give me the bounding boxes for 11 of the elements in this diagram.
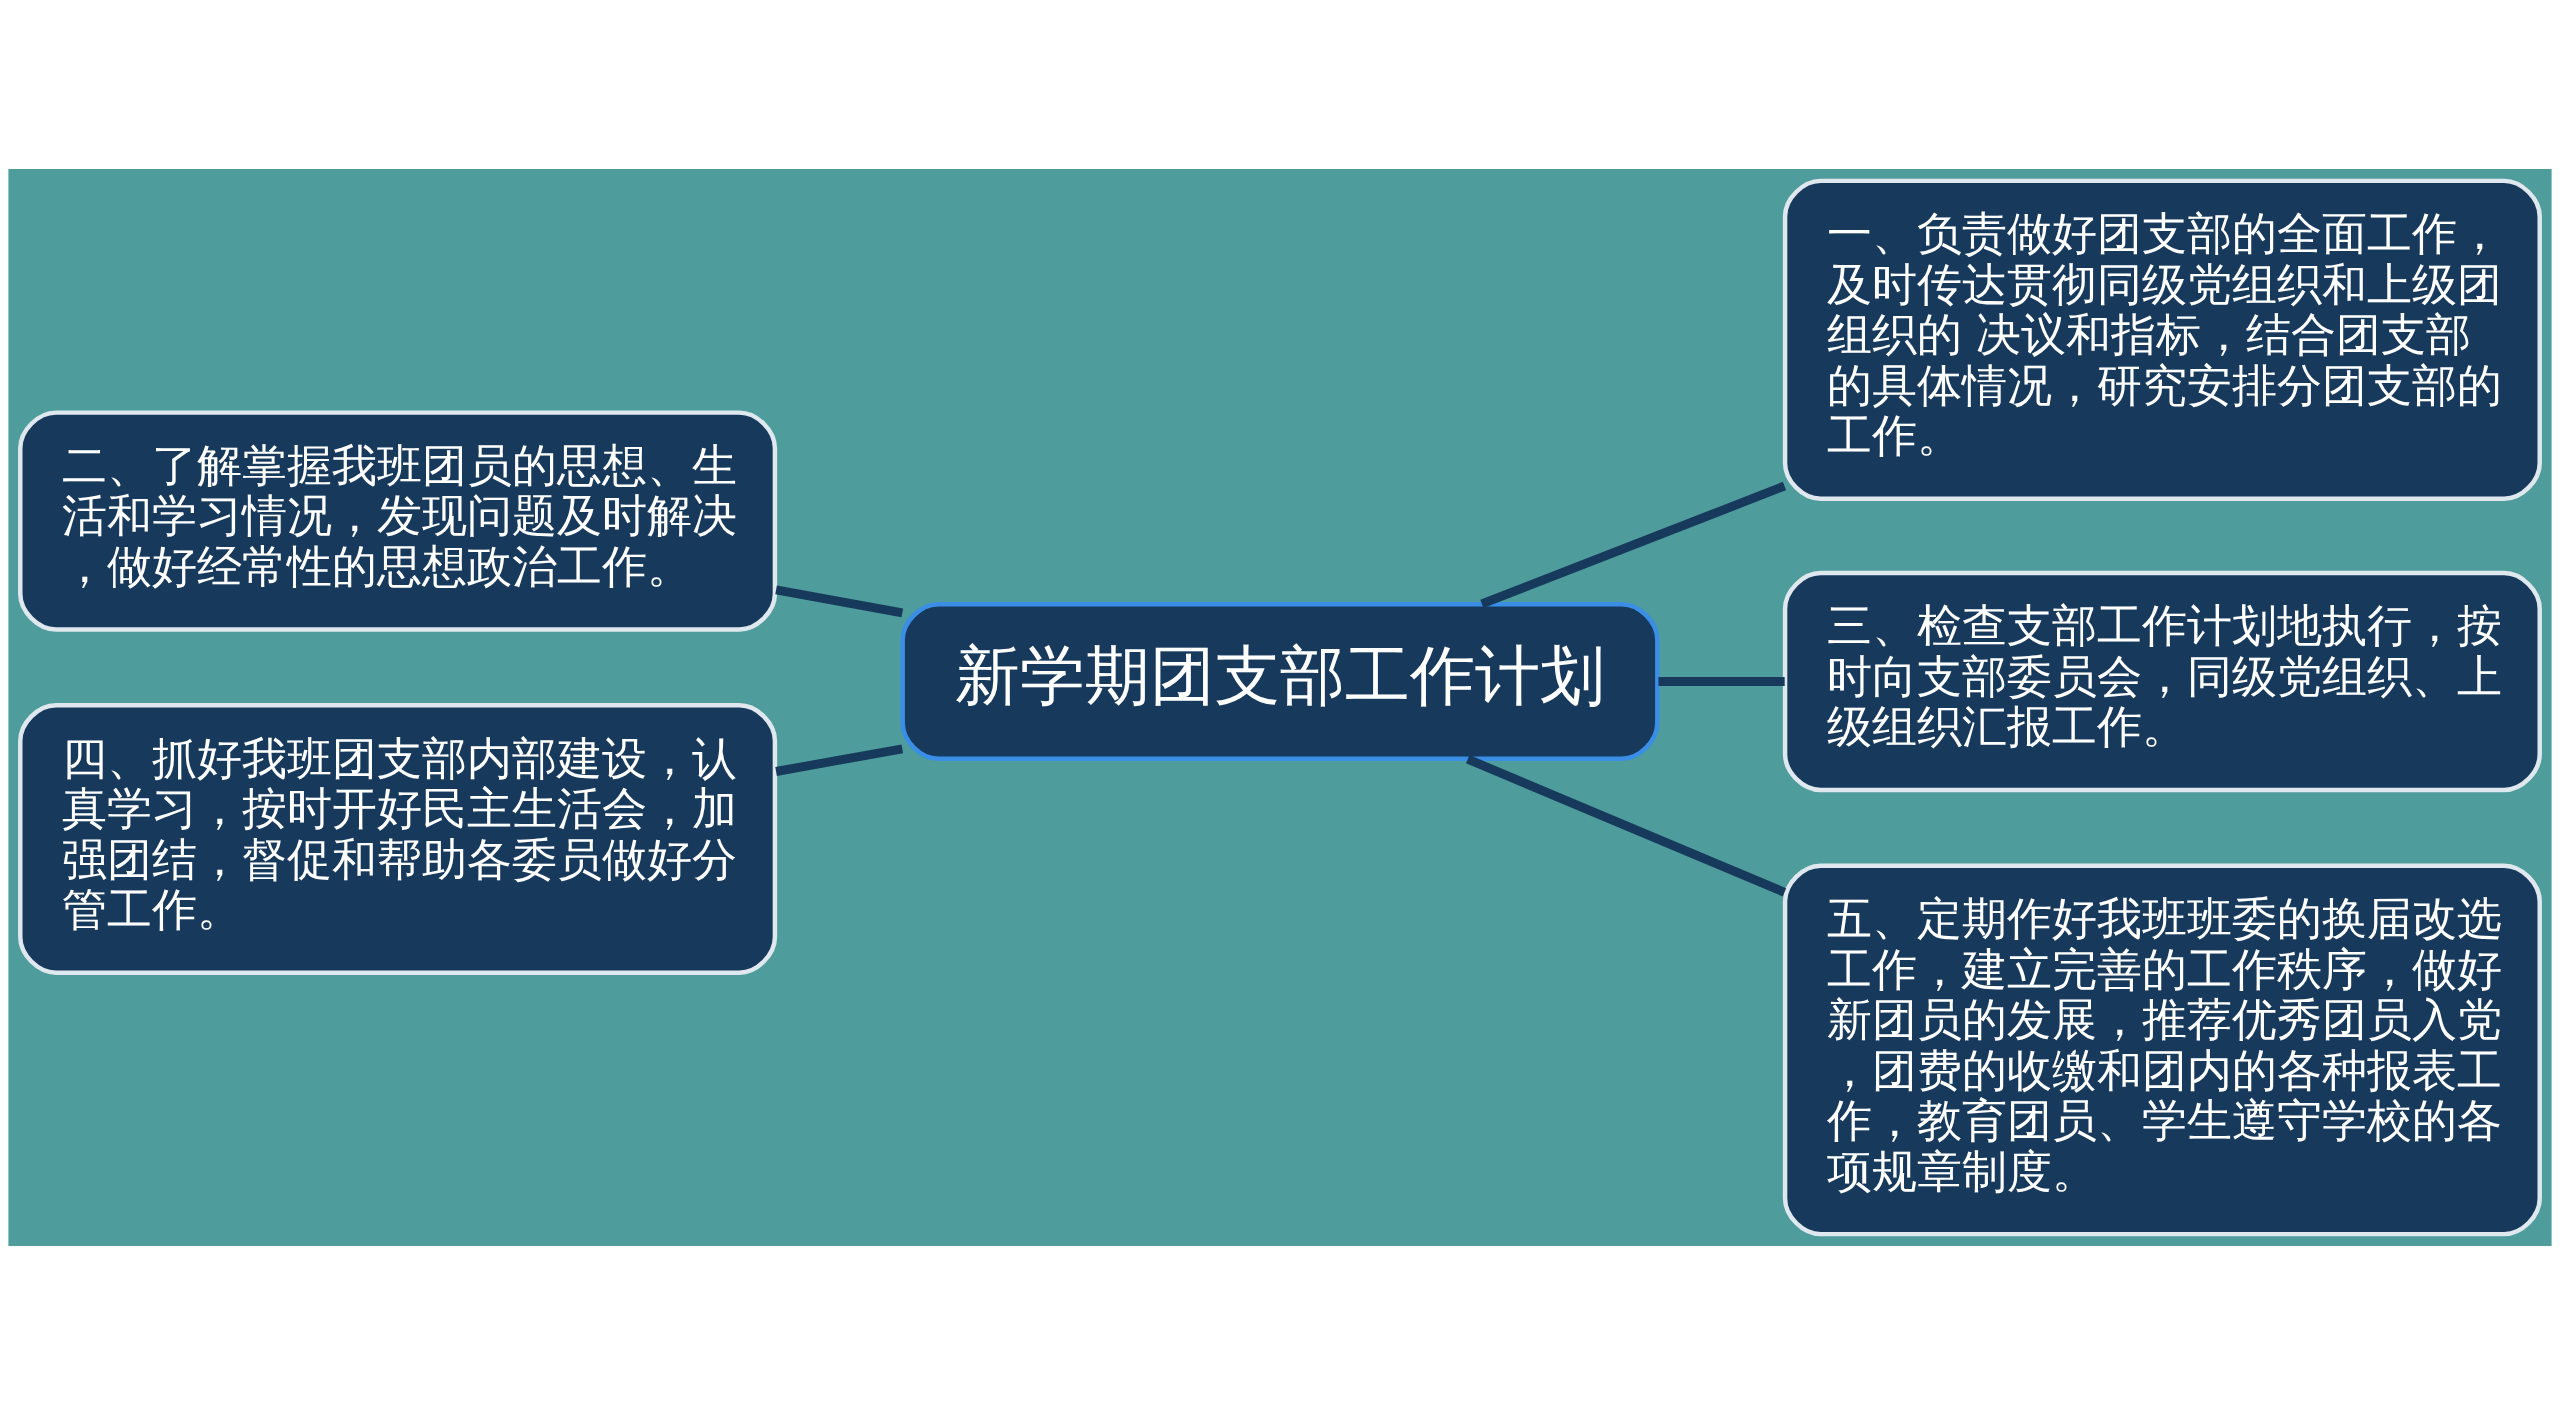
node-box: 五、定期作好我班班委的换届改选工作，建立完善的工作秩序，做好新团员的发展，推荐优秀团员入党，团费的收缴和团内的各种报表工作，教育团员、学生遵守学校的各项规章制度。 — [1782, 863, 2542, 1236]
node-box: 三、检查支部工作计划地执行，按时向支部委员会，同级党组织、上级组织汇报工作。 — [1782, 570, 2542, 792]
connector — [1480, 481, 1787, 608]
connector — [1658, 676, 1785, 686]
connector — [775, 743, 904, 776]
node-box: 一、负责做好团支部的全面工作，及时传达贯彻同级党组织和上级团组织的 决议和指标，结合团支部的具体情况，研究安排分团支部的工作。 — [1782, 178, 2542, 501]
connector — [1466, 754, 1787, 896]
node-box: 二、了解掌握我班团员的思想、生活和学习情况，发现问题及时解决，做好经常性的思想政治工作。 — [18, 409, 778, 632]
connector — [775, 584, 904, 617]
node-box: 新学期团支部工作计划 — [900, 601, 1660, 761]
node-box: 四、抓好我班团支部内部建设，认真学习，按时开好民主生活会，加强团结，督促和帮助各委员做好分管工作。 — [18, 702, 778, 975]
